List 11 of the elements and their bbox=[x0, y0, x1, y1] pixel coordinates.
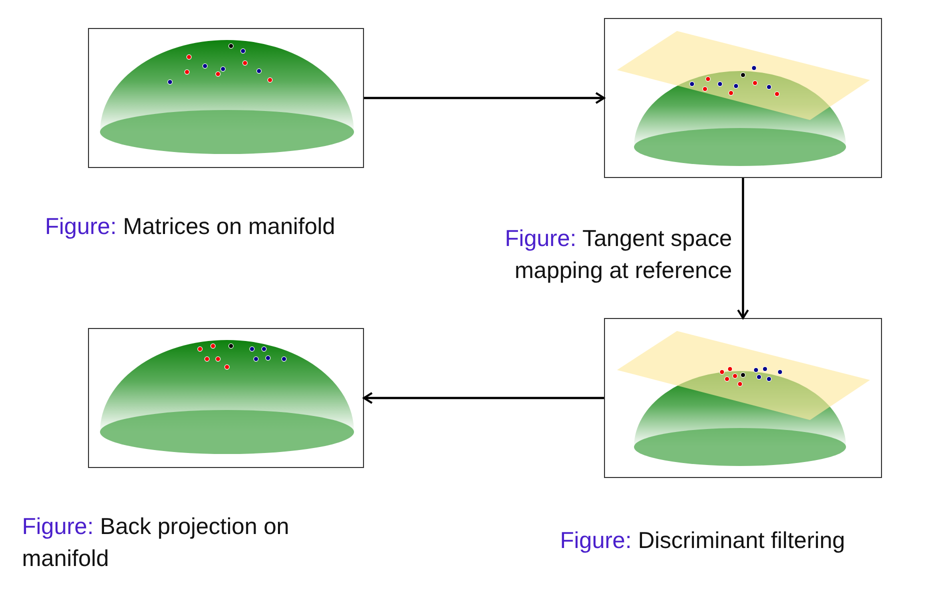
arrow bbox=[737, 178, 749, 319]
figure-caption: Figure: Matrices on manifold bbox=[45, 212, 336, 241]
arrow bbox=[364, 92, 605, 104]
figure-caption: Figure: Back projection on manifold bbox=[22, 512, 290, 573]
figure-frame bbox=[604, 318, 882, 478]
figure-frame bbox=[88, 28, 364, 168]
arrow bbox=[363, 392, 604, 404]
figure-frame bbox=[604, 18, 882, 178]
figure-caption: Figure: Discriminant filtering bbox=[560, 526, 846, 555]
figure-caption: Figure: Tangent space mapping at reference bbox=[504, 224, 732, 285]
figure-frame bbox=[88, 328, 364, 468]
